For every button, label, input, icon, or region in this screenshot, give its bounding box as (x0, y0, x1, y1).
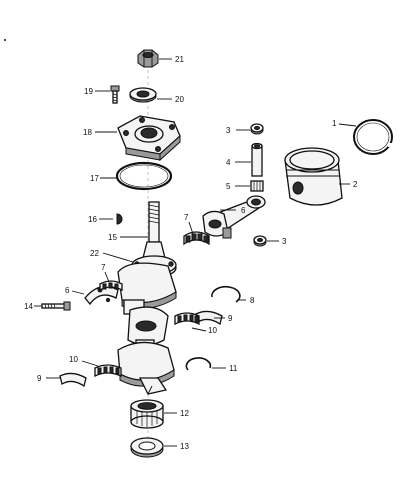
part-10-bearing-cage-left (94, 364, 122, 378)
part-20-seal (129, 87, 157, 103)
part-7-bearing-cage-upper (183, 231, 210, 246)
part-14-rod-bolt (41, 301, 71, 311)
part-7-bearing-cage-left (99, 280, 123, 292)
callout-6b: 6 (65, 286, 70, 295)
callout-9b: 9 (37, 374, 42, 383)
callout-21: 21 (175, 55, 184, 64)
part-5-needle-bearing (250, 180, 264, 192)
callout-13: 13 (180, 442, 189, 451)
part-16-key (116, 213, 123, 225)
part-2-piston (284, 147, 343, 206)
callout-9a: 9 (228, 314, 233, 323)
part-9-race-half-left (59, 372, 87, 388)
part-3-retainer-top (250, 123, 264, 135)
callout-20: 20 (175, 95, 184, 104)
part-10-bearing-cage-right (174, 312, 200, 326)
part-8-retaining-ring (211, 285, 241, 303)
part-9-race-half-right (195, 310, 223, 326)
callout-7b: 7 (101, 263, 106, 272)
leader-6b (71, 290, 85, 295)
leader-22 (102, 252, 134, 263)
callout-1: 1 (332, 119, 337, 128)
leader-1 (338, 123, 357, 127)
part-19-bolt (110, 85, 120, 104)
part-18-bearing-housing (117, 115, 181, 162)
callout-7a: 7 (184, 213, 189, 222)
leader-7a (188, 221, 194, 235)
leader-10b (81, 360, 99, 367)
callout-3b: 3 (282, 237, 287, 246)
callout-18: 18 (83, 128, 92, 137)
part-12-needle-bearing (130, 399, 164, 429)
corner-mark (4, 39, 6, 41)
callout-19: 19 (84, 87, 93, 96)
part-4-piston-pin (251, 142, 263, 177)
callout-17: 17 (90, 174, 99, 183)
part-1-piston-ring (353, 119, 394, 155)
callout-14: 14 (24, 302, 33, 311)
part-15-crankshaft (117, 201, 177, 395)
part-3-retainer-lower (253, 235, 267, 247)
callout-4: 4 (226, 158, 231, 167)
part-6-rod-cap (84, 285, 119, 306)
callout-22: 22 (90, 249, 99, 258)
part-13-seal (130, 437, 164, 458)
callout-12: 12 (180, 409, 189, 418)
callout-3a: 3 (226, 126, 231, 135)
callout-8: 8 (250, 296, 255, 305)
part-6-connecting-rod (202, 195, 266, 239)
callout-10a: 10 (208, 326, 217, 335)
part-11-retaining-ring (185, 357, 212, 371)
callout-15: 15 (108, 233, 117, 242)
callout-5: 5 (226, 182, 231, 191)
callout-10b: 10 (69, 355, 78, 364)
part-17-o-ring (115, 161, 173, 191)
callout-11: 11 (229, 364, 238, 373)
callout-6a: 6 (241, 206, 246, 215)
leader-10a (191, 327, 207, 332)
callout-2: 2 (353, 180, 358, 189)
part-21-nut (137, 49, 159, 68)
callout-16: 16 (88, 215, 97, 224)
leader-7b (104, 271, 110, 283)
